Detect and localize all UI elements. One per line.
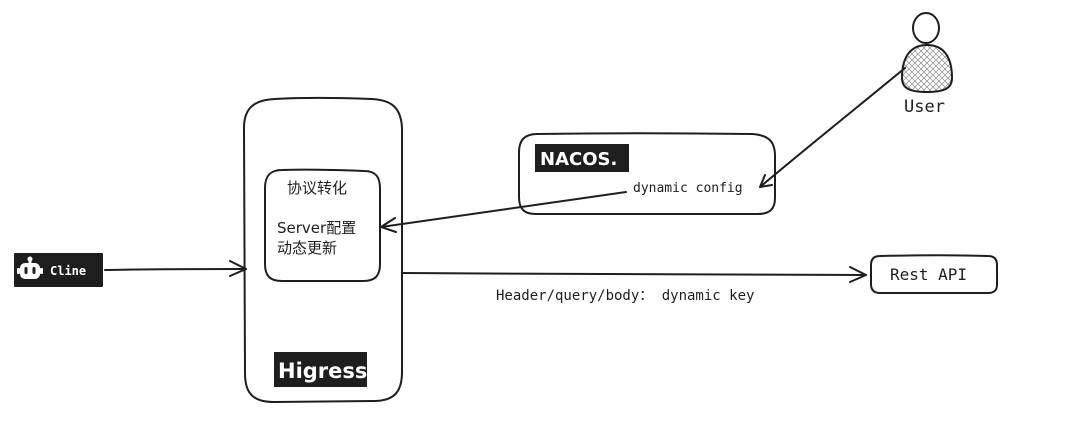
cline-node: Cline xyxy=(14,253,103,287)
user-node: User xyxy=(900,12,954,117)
higress-logo-text: Higress xyxy=(278,359,367,383)
edge-higress-to-rest-api xyxy=(402,266,867,283)
rest-api-label: Rest API xyxy=(890,265,967,284)
rest-api-box xyxy=(870,254,998,294)
server-config-line1: Server配置 xyxy=(277,219,356,237)
higress-node: 协议转化 Server配置 动态更新 Higress xyxy=(243,96,403,403)
nacos-node: NACOS. dynamic config xyxy=(518,132,776,215)
rest-api-node: Rest API xyxy=(870,254,998,294)
person-icon xyxy=(900,12,954,94)
robot-icon xyxy=(17,256,43,279)
higress-box xyxy=(243,96,403,403)
protocol-conversion-title: 协议转化 xyxy=(287,179,347,197)
edge-user-to-nacos xyxy=(759,67,906,188)
user-label: User xyxy=(904,97,945,117)
higress-logo: Higress xyxy=(274,352,367,387)
protocol-conversion-box xyxy=(264,168,381,282)
nacos-box xyxy=(518,132,776,215)
nacos-logo: NACOS. xyxy=(535,144,629,172)
edge-label-dynamic-key: Header/query/body： dynamic key xyxy=(496,288,754,304)
nacos-caption: dynamic config xyxy=(633,181,743,196)
cline-label: Cline xyxy=(50,264,86,278)
nacos-logo-text: NACOS. xyxy=(540,149,617,170)
edge-cline-to-higress xyxy=(104,260,247,277)
edge-nacos-to-higress xyxy=(380,191,627,233)
server-config-line2: 动态更新 xyxy=(277,239,337,257)
